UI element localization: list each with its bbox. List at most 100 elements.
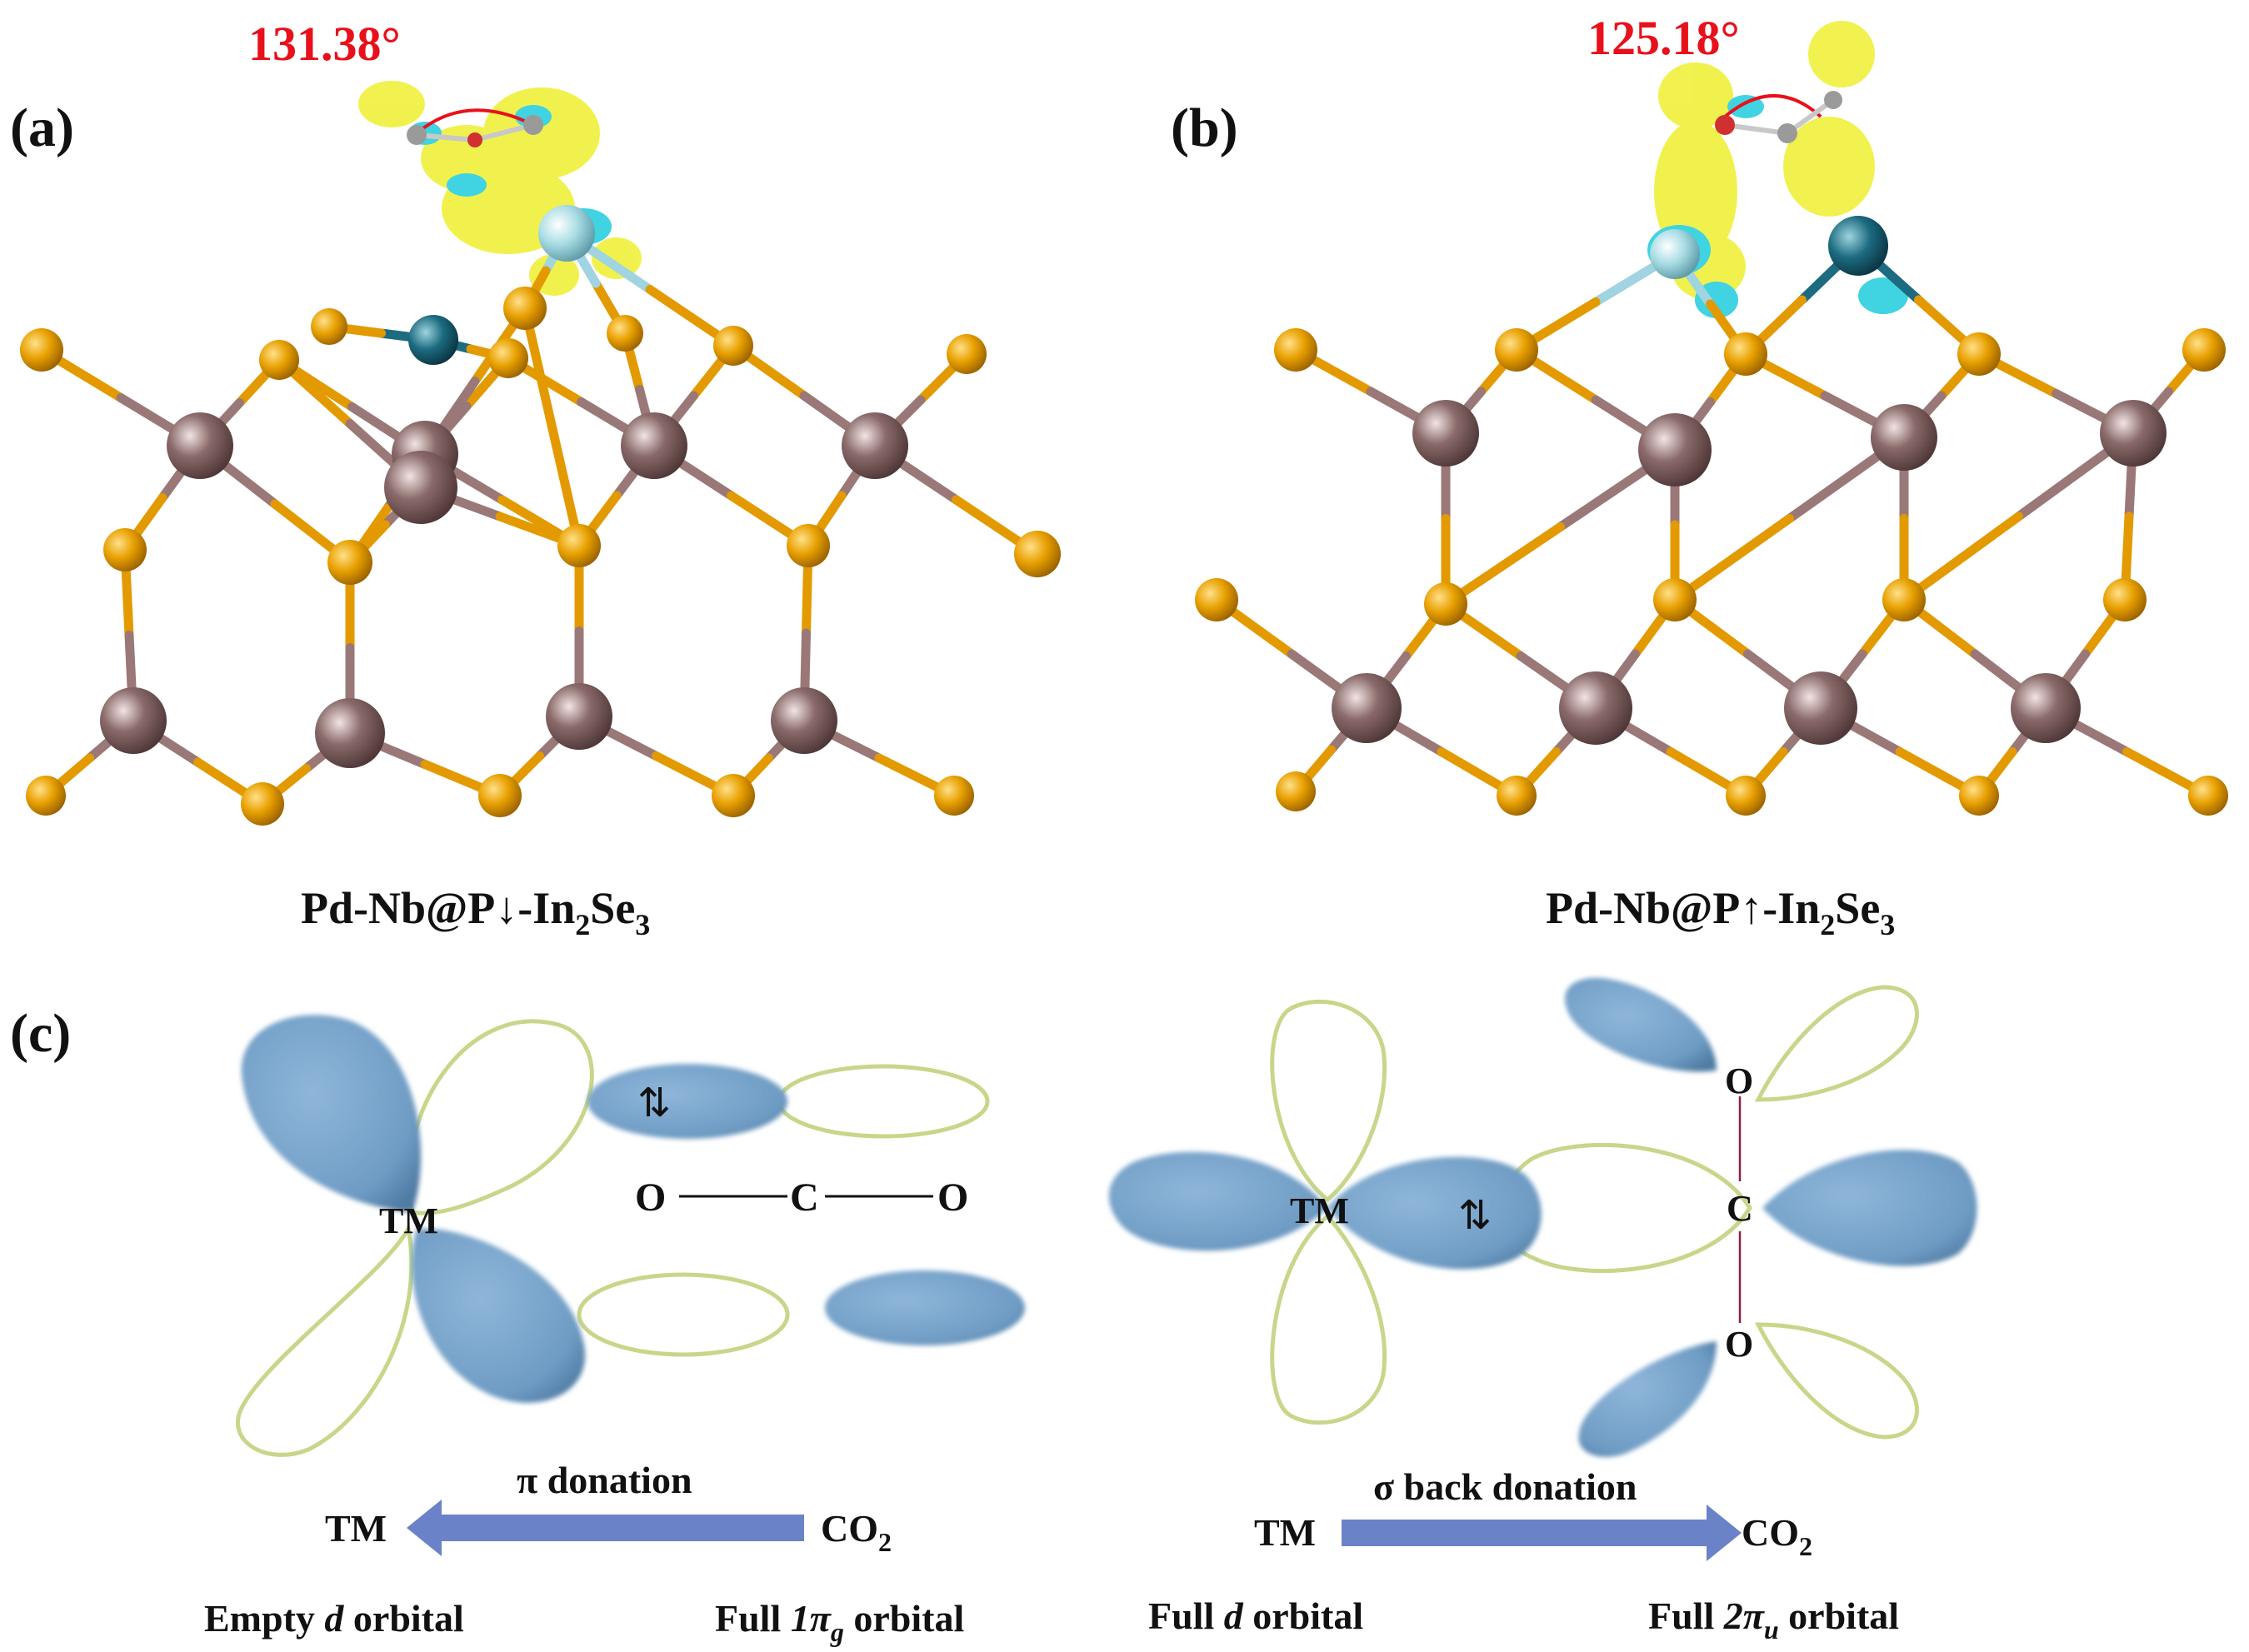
- panel-b: (b) 125.18° Pd-Nb@P↑-In2Se3: [1171, 11, 2228, 941]
- pi-desc-empty-d: Empty d orbital: [204, 1597, 464, 1640]
- sigma-arrow-tm: TM: [1254, 1511, 1316, 1554]
- panel-b-se-atom: [2188, 776, 2228, 816]
- pi-donation-label: π donation: [517, 1459, 692, 1501]
- panel-a-se-atom: [259, 340, 299, 380]
- panel-a-in-atom: [621, 412, 687, 479]
- panel-a-se-atom: [1014, 531, 1061, 577]
- panel-b-se-atom: [1495, 328, 1538, 372]
- sigma-empty-lobes: [1270, 985, 1919, 1440]
- panel-b-se-atom: [1724, 332, 1767, 376]
- panel-b-nb-atom: [1828, 216, 1888, 276]
- panel-a-in-atom: [100, 687, 167, 754]
- panel-a-in-atom: [167, 412, 233, 479]
- pi-atom-c: C: [790, 1175, 819, 1220]
- panel-b-letter: (b): [1171, 97, 1238, 158]
- panel-b-charge-density: [1647, 21, 1908, 318]
- panel-a-co2-molecule: [407, 115, 543, 147]
- panel-a-se-atom: [311, 308, 347, 345]
- panel-b-se-atom: [1882, 578, 1926, 621]
- pi-filled-lobes: [241, 1015, 1025, 1403]
- panel-b-in-atom: [1332, 673, 1402, 743]
- panel-a-se-atom: [934, 776, 974, 816]
- panel-b-caption-sub2: 3: [1880, 908, 1895, 941]
- panel-b-caption-main: Pd-Nb@P↑-In: [1546, 883, 1820, 933]
- panel-a-caption-main: Pd-Nb@P↓-In: [301, 883, 575, 933]
- panel-b-bond: [1670, 514, 1794, 605]
- pi-donation-arrow: [407, 1500, 804, 1556]
- sigma-atom-c: C: [1727, 1188, 1753, 1229]
- pi-tm-label: TM: [379, 1200, 438, 1241]
- panel-c: (c) TM ⇅ O C O: [10, 977, 1977, 1647]
- panel-a-se-atom: [503, 287, 547, 330]
- panel-a-pd-atom: [538, 205, 595, 262]
- pi-arrow-tm: TM: [325, 1507, 387, 1550]
- pi-desc-full-1pig: Full 1πg orbital: [715, 1597, 964, 1647]
- sigma-atom-o-bottom: O: [1725, 1324, 1753, 1365]
- panel-b-co2-molecule: [1715, 91, 1842, 143]
- panel-b-in-atom: [1559, 671, 1632, 745]
- sigma-back-donation-arrow: [1342, 1505, 1742, 1561]
- pi-spin-pair: ⇅: [637, 1080, 671, 1126]
- sigma-filled-lobes: [1108, 977, 1977, 1457]
- sigma-arrow-co2: CO2: [1742, 1511, 1812, 1561]
- panel-b-se-atom: [1195, 578, 1238, 621]
- sigma-tm-label: TM: [1290, 1190, 1349, 1231]
- sigma-desc-full-2piu: Full 2πu orbital: [1648, 1595, 1899, 1645]
- panel-b-caption: Pd-Nb@P↑-In2Se3: [1546, 883, 1895, 941]
- panel-b-se-atom: [1653, 578, 1697, 621]
- pi-co2-molecule: O C O: [635, 1175, 968, 1220]
- panel-b-se-atom: [1424, 582, 1467, 626]
- panel-a-in-atom: [384, 451, 457, 524]
- panel-b-bond: [1441, 522, 1565, 609]
- panel-a-se-atom: [947, 334, 987, 374]
- panel-a-se-atom: [327, 540, 372, 585]
- sigma-back-donation-diagram: TM ⇅ O C O σ back donation TM CO2 Full d…: [1108, 977, 1977, 1645]
- sigma-spin-pair: ⇅: [1458, 1192, 1492, 1239]
- panel-a-in-atom: [842, 412, 908, 479]
- panel-a-in-atom: [315, 698, 385, 768]
- panel-a-angle: 131.38°: [248, 17, 401, 71]
- panel-b-angle: 125.18°: [1587, 11, 1740, 65]
- panel-b-bond: [1899, 512, 2023, 605]
- panel-a-caption: Pd-Nb@P↓-In2Se3: [301, 883, 650, 941]
- panel-a-se-atom: [787, 524, 830, 567]
- sigma-desc-full-d: Full d orbital: [1148, 1595, 1363, 1637]
- panel-a-se-atom: [607, 315, 643, 352]
- panel-a-se-atom: [712, 774, 755, 817]
- panel-a-se-atom: [241, 782, 284, 826]
- panel-b-se-atom: [2103, 578, 2147, 621]
- panel-b-caption-sub1: 2: [1820, 908, 1835, 941]
- pi-empty-lobes: [236, 1019, 990, 1457]
- pi-atom-o-left: O: [635, 1175, 666, 1220]
- panel-b-se-atom: [1274, 328, 1317, 372]
- panel-a-in-atom: [546, 683, 612, 750]
- panel-a: (a) 131.38° Pd-Nb@P↓-In2Se3: [10, 17, 1061, 941]
- panel-b-se-atom: [1957, 332, 2001, 376]
- panel-a-se-atom: [103, 528, 147, 571]
- panel-b-in-atom: [2011, 673, 2081, 743]
- sigma-atom-o-top: O: [1725, 1061, 1753, 1101]
- panel-a-se-atom: [557, 524, 601, 567]
- pi-atom-o-right: O: [937, 1175, 968, 1220]
- panel-a-angle-arc: [415, 108, 534, 135]
- panel-b-atoms: [1195, 216, 2228, 816]
- panel-a-in-atom: [771, 687, 837, 754]
- pi-arrow-co2: CO2: [821, 1507, 892, 1557]
- panel-a-se-atom: [478, 774, 522, 817]
- panel-a-caption-se: Se: [590, 883, 635, 933]
- panel-a-se-atom: [713, 326, 753, 366]
- panel-b-in-atom: [1638, 413, 1712, 487]
- panel-b-pd-atom: [1650, 229, 1700, 279]
- panel-b-in-atom: [2100, 400, 2167, 467]
- panel-a-caption-sub1: 2: [575, 908, 590, 941]
- panel-b-in-atom: [1412, 400, 1479, 467]
- panel-a-se-atom: [20, 328, 63, 372]
- panel-a-caption-sub2: 3: [635, 908, 650, 941]
- panel-b-se-atom: [1726, 776, 1766, 816]
- panel-b-angle-arc: [1723, 94, 1822, 118]
- panel-b-in-atom: [1871, 404, 1937, 471]
- panel-b-in-atom: [1784, 671, 1857, 745]
- panel-c-letter: (c): [10, 1003, 71, 1064]
